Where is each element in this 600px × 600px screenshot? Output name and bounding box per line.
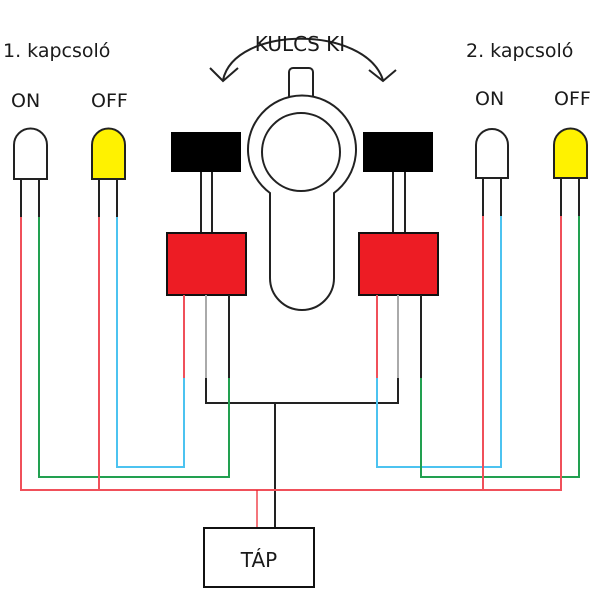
switch1-actuator — [171, 132, 241, 172]
key-cylinder — [247, 67, 357, 311]
led-switch1-on — [13, 127, 48, 217]
wire-blue-1 — [116, 217, 185, 468]
wire-common-black — [205, 378, 399, 404]
wire-green-2 — [420, 216, 580, 478]
wire-green-1 — [38, 217, 230, 478]
power-supply — [203, 527, 315, 588]
wire-red-bus — [20, 216, 562, 491]
switch1-body — [166, 232, 247, 296]
power-label: TÁP — [240, 548, 277, 572]
switch2-on-label: ON — [475, 88, 504, 110]
switch2-title: 2. kapcsoló — [466, 40, 573, 62]
rotation-arrow-icon — [209, 37, 397, 83]
key-label: KULCS KI — [255, 32, 345, 56]
switch1-on-label: ON — [11, 90, 40, 112]
led-switch2-on — [475, 128, 509, 216]
led-switch2-off — [553, 127, 588, 216]
switch2-off-label: OFF — [554, 88, 591, 110]
switch2-body — [358, 232, 439, 296]
switch1-title: 1. kapcsoló — [3, 40, 110, 62]
wire-blue-2 — [376, 216, 502, 468]
switch2-actuator — [363, 132, 433, 172]
switch1-off-label: OFF — [91, 90, 128, 112]
led-switch1-off — [91, 127, 126, 217]
